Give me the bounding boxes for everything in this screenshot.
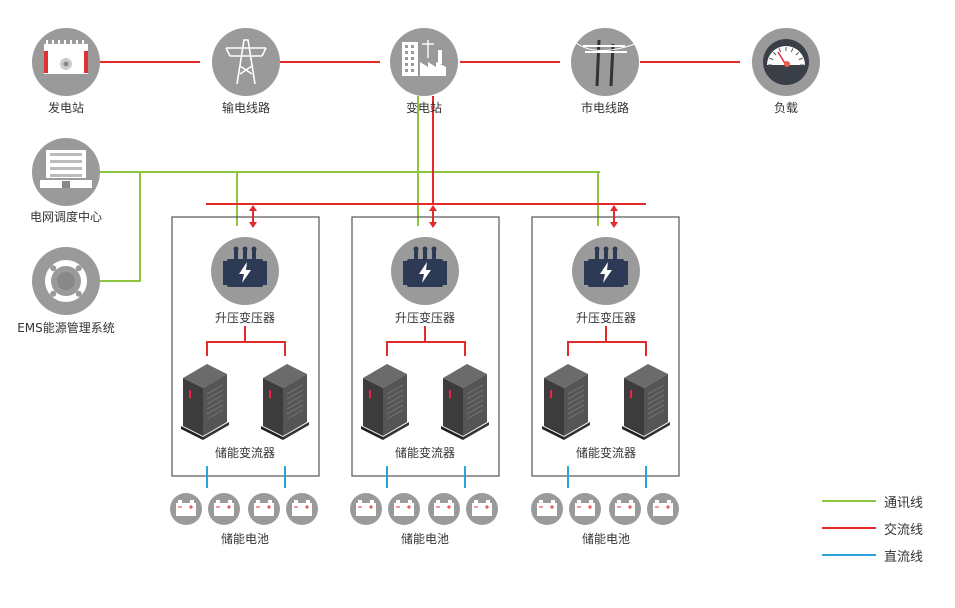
pcs-label: 储能变流器 <box>214 446 276 460</box>
storage-unit-box <box>171 216 320 477</box>
plant-label: 发电站 <box>47 101 85 115</box>
ac-line-fork <box>425 341 466 356</box>
battery-icon <box>248 493 280 525</box>
ac-line-fork <box>245 341 286 356</box>
legend-ac-swatch <box>822 527 876 529</box>
ems-label: EMS能源管理系统 <box>17 321 115 335</box>
battery-icon <box>286 493 318 525</box>
transmission-tower-icon <box>212 28 280 96</box>
ac-line-fork <box>386 326 426 356</box>
power-plant-icon <box>44 40 88 74</box>
bidirectional-arrow <box>429 205 437 228</box>
substation-icon <box>390 28 458 96</box>
transmission-line-label: 输电线路 <box>221 101 271 115</box>
building-icon <box>40 150 92 188</box>
battery-icon <box>350 493 382 525</box>
substation-label: 变电站 <box>405 101 443 115</box>
inverter-cabinet-icon <box>181 364 229 440</box>
storage-unit-box <box>531 216 680 477</box>
legend-ac-label: 交流线 <box>884 523 924 538</box>
meter-icon <box>763 39 809 85</box>
battery-label: 储能电池 <box>581 532 631 546</box>
cycle-arrows-icon <box>45 260 87 302</box>
transmission-tower-icon <box>225 39 267 85</box>
battery-icon <box>647 493 679 525</box>
transformer-icon <box>223 246 267 287</box>
transformer-icon <box>403 246 447 287</box>
battery-icon <box>428 493 460 525</box>
step-up-transformer-label: 升压变压器 <box>214 311 276 325</box>
inverter-cabinet-icon <box>441 364 489 440</box>
battery-icon <box>170 493 202 525</box>
inverter-cabinet-icon <box>622 364 670 440</box>
pcs-label: 储能变流器 <box>394 446 456 460</box>
battery-icon <box>208 493 240 525</box>
battery-label: 储能电池 <box>400 532 450 546</box>
utility-pole-icon <box>571 28 639 96</box>
legend-comm-label: 通讯线 <box>884 496 924 511</box>
ac-line-fork <box>206 326 246 356</box>
storage-unit-box <box>351 216 500 477</box>
utility-pole-icon <box>574 39 636 87</box>
ac-line-fork <box>606 341 647 356</box>
ac-line-fork <box>567 326 607 356</box>
step-up-transformer-label: 升压变压器 <box>575 311 637 325</box>
inverter-cabinet-icon <box>261 364 309 440</box>
load-label: 负载 <box>773 101 799 115</box>
battery-icon <box>531 493 563 525</box>
battery-label: 储能电池 <box>220 532 270 546</box>
pcs-label: 储能变流器 <box>575 446 637 460</box>
battery-icon <box>466 493 498 525</box>
battery-icon <box>609 493 641 525</box>
comm-line-ems <box>100 172 141 282</box>
battery-icon <box>569 493 601 525</box>
substation-icon <box>402 40 446 76</box>
legend-dc-label: 直流线 <box>884 550 924 565</box>
inverter-cabinet-icon <box>361 364 409 440</box>
transformer-icon <box>584 246 628 287</box>
bidirectional-arrow <box>249 205 257 228</box>
inverter-cabinet-icon <box>542 364 590 440</box>
legend-dc-swatch <box>822 554 876 556</box>
legend-comm-swatch <box>822 500 876 502</box>
city-line-label: 市电线路 <box>580 101 630 115</box>
battery-icon <box>388 493 420 525</box>
dispatch-center-label: 电网调度中心 <box>29 210 103 224</box>
step-up-transformer-label: 升压变压器 <box>394 311 456 325</box>
bidirectional-arrow <box>610 205 618 228</box>
